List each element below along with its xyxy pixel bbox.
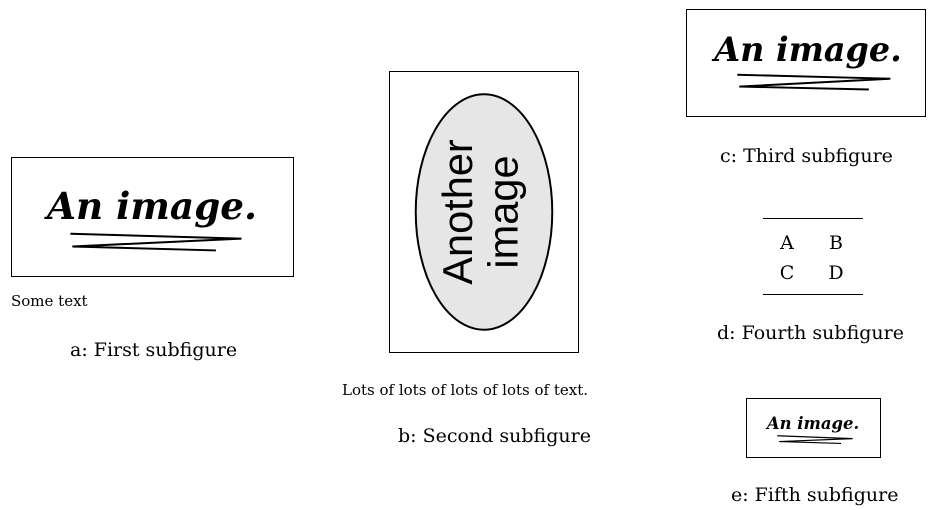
third-image-scribble: [737, 73, 891, 91]
second-image-ellipse: [414, 93, 554, 331]
first-subfigure-drawing: An image.: [44, 184, 257, 252]
first-subfigure-image: An image.: [11, 157, 294, 277]
third-image-text: An image.: [711, 30, 902, 69]
second-subfigure-note: Lots of lots of lots of lots of text.: [342, 381, 589, 399]
first-subfigure-note: Some text: [11, 292, 88, 310]
table-cell: A: [780, 232, 794, 254]
fifth-subfigure-drawing: An image.: [765, 414, 859, 445]
third-subfigure-drawing: An image.: [711, 30, 902, 91]
caption-e: e: Fifth subfigure: [731, 484, 899, 506]
table-cell: C: [779, 262, 795, 284]
second-subfigure-image: Another image: [389, 71, 579, 353]
table-cell: D: [828, 262, 844, 284]
third-subfigure-image: An image.: [686, 9, 926, 117]
fifth-image-text: An image.: [765, 414, 859, 433]
caption-d: d: Fourth subfigure: [717, 322, 904, 344]
second-subfigure-drawing: Another image: [414, 93, 554, 331]
second-image-text-line2: image: [480, 155, 527, 268]
caption-c: c: Third subfigure: [720, 145, 893, 167]
first-image-scribble: [70, 232, 242, 252]
table-top-rule: [763, 218, 863, 219]
table-bottom-rule: [763, 294, 863, 295]
table-cell: B: [829, 232, 843, 254]
caption-a: a: First subfigure: [70, 339, 238, 361]
second-image-text-line1: Another: [434, 139, 481, 285]
fifth-subfigure-image: An image.: [746, 398, 881, 458]
fifth-image-scribble: [777, 435, 853, 445]
caption-b: b: Second subfigure: [398, 425, 591, 447]
first-image-text: An image.: [44, 184, 257, 228]
